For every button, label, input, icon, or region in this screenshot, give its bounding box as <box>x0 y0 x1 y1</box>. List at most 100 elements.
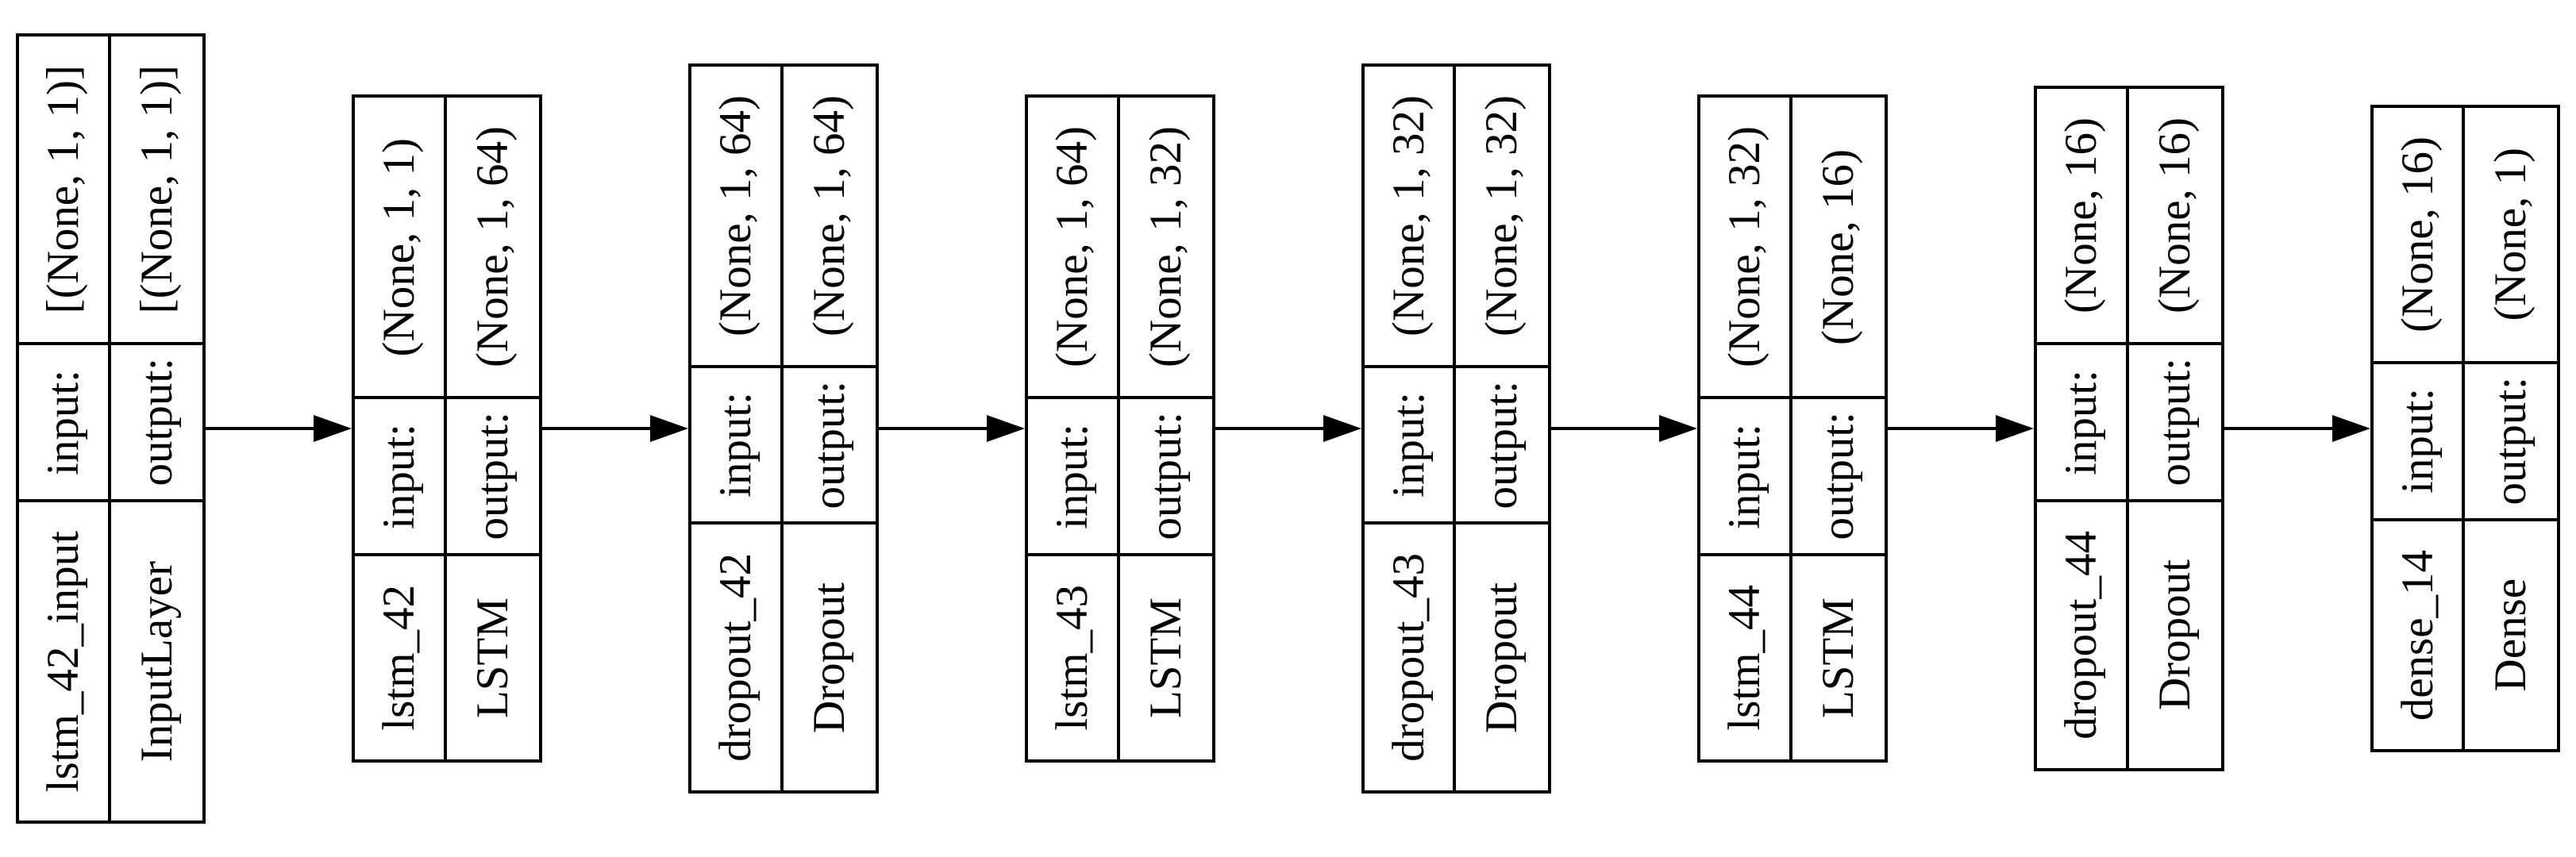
input-shape-text: (None, 16) <box>2392 136 2443 333</box>
input-label-text: input: <box>1383 392 1434 498</box>
input-label-cell: input: <box>1027 399 1120 556</box>
output-label-text: output: <box>1477 380 1527 509</box>
arrow-shaft <box>1887 427 1996 430</box>
output-shape-text: (None, 16) <box>2149 117 2200 314</box>
output-shape-text: (None, 1, 32) <box>1477 94 1527 336</box>
input-shape-cell: (None, 1, 64) <box>1027 98 1120 400</box>
arrow-head-icon <box>314 415 352 442</box>
input-shape-cell: (None, 1, 1) <box>355 98 448 400</box>
arrow-head-icon <box>1995 415 2034 442</box>
arrow-shaft <box>2224 427 2332 430</box>
layer-name-text: dropout_44 <box>2055 530 2106 740</box>
output-shape-text: (None, 1) <box>2486 148 2536 321</box>
output-shape-text: [(None, 1, 1)] <box>131 64 182 314</box>
layer-name-cell: dropout_44 <box>2037 502 2129 768</box>
input-shape-cell: (None, 16) <box>2036 89 2129 346</box>
output-shape-text: (None, 16) <box>1813 148 1864 345</box>
flow-arrow-lstm_42-to-dropout_42 <box>542 415 689 442</box>
flow-arrow-dropout_43-to-lstm_44 <box>1551 415 1698 442</box>
input-label-text: input: <box>2392 388 2443 494</box>
input-shape-cell: (None, 1, 32) <box>1364 66 1457 368</box>
layer-type-text: Dropout <box>2149 559 2200 711</box>
output-label-text: output: <box>131 358 182 486</box>
layer-type-cell: Dropout <box>2129 502 2221 768</box>
input-label-text: input: <box>1046 423 1097 529</box>
input-label-text: input: <box>710 392 761 498</box>
layer-type-cell: Dense <box>2465 521 2557 749</box>
output-label-text: output: <box>468 412 518 540</box>
output-shape-cell: (None, 1) <box>2465 108 2558 365</box>
output-label-cell: output: <box>1119 399 1212 556</box>
layer-type-cell: LSTM <box>1120 556 1212 759</box>
layer-name-text: dropout_42 <box>710 553 761 763</box>
input-label-cell: input: <box>1700 399 1793 556</box>
output-shape-cell: (None, 1, 32) <box>1456 67 1549 368</box>
arrow-head-icon <box>1323 415 1361 442</box>
layer-node-lstm_42: (None, 1, 1) (None, 1, 64) input: output… <box>352 94 543 763</box>
output-shape-cell: (None, 1, 64) <box>783 67 876 368</box>
layer-type-text: LSTM <box>468 597 518 718</box>
output-label-text: output: <box>2486 377 2536 505</box>
output-label-cell: output: <box>783 368 876 525</box>
output-shape-text: (None, 1, 32) <box>1140 126 1191 368</box>
output-label-text: output: <box>1813 412 1864 540</box>
input-label-cell: input: <box>355 399 448 556</box>
arrow-shaft <box>878 427 987 430</box>
arrow-shaft <box>1215 427 1323 430</box>
output-label-cell: output: <box>1792 399 1885 556</box>
arrow-shaft <box>1551 427 1660 430</box>
layer-name-text: lstm_44 <box>1719 584 1770 731</box>
input-shape-text: (None, 1, 32) <box>1719 126 1770 368</box>
flow-arrow-lstm_43-to-dropout_43 <box>1215 415 1361 442</box>
arrow-head-icon <box>650 415 689 442</box>
output-shape-cell: [(None, 1, 1)] <box>110 37 203 346</box>
input-shape-text: (None, 16) <box>2055 117 2106 314</box>
layer-type-text: Dense <box>2486 578 2536 692</box>
output-label-cell: output: <box>2128 345 2221 502</box>
layer-type-text: InputLayer <box>131 560 182 763</box>
layer-type-cell: Dropout <box>1456 525 1548 790</box>
layer-node-lstm_44: (None, 1, 32) (None, 16) input: output: … <box>1697 94 1888 763</box>
layer-node-lstm_42_input: [(None, 1, 1)] [(None, 1, 1)] input: out… <box>15 33 206 824</box>
flow-arrow-dropout_44-to-dense_14 <box>2224 415 2370 442</box>
layer-type-cell: LSTM <box>447 556 539 759</box>
layer-type-cell: InputLayer <box>111 502 203 820</box>
layer-name-text: dropout_43 <box>1383 553 1434 763</box>
arrow-shaft <box>206 427 314 430</box>
layer-name-cell: dropout_43 <box>1365 525 1457 791</box>
layer-name-cell: lstm_42_input <box>19 502 111 821</box>
flow-arrow-dropout_42-to-lstm_43 <box>878 415 1025 442</box>
layer-name-text: lstm_42 <box>374 584 425 731</box>
output-label-text: output: <box>1140 412 1191 540</box>
layer-type-text: Dropout <box>1477 582 1527 733</box>
arrow-shaft <box>542 427 651 430</box>
layer-node-lstm_43: (None, 1, 64) (None, 1, 32) input: outpu… <box>1024 94 1215 763</box>
input-label-cell: input: <box>2373 364 2466 521</box>
layer-type-cell: Dropout <box>784 525 876 790</box>
input-shape-cell: (None, 16) <box>2373 108 2466 365</box>
layer-name-text: lstm_42_input <box>37 530 88 793</box>
output-label-text: output: <box>2149 358 2200 486</box>
layer-node-dropout_44: (None, 16) (None, 16) input: output: dro… <box>2033 86 2224 771</box>
input-label-cell: input: <box>691 367 784 525</box>
input-shape-cell: (None, 1, 64) <box>691 66 784 368</box>
input-label-cell: input: <box>18 345 111 502</box>
layer-name-text: lstm_43 <box>1046 584 1097 731</box>
input-label-cell: input: <box>2036 345 2129 502</box>
output-shape-cell: (None, 16) <box>2128 89 2221 346</box>
layer-type-text: LSTM <box>1813 597 1864 718</box>
layer-name-text: dense_14 <box>2392 549 2443 721</box>
layer-node-dense_14: (None, 16) (None, 1) input: output: dens… <box>2370 105 2561 752</box>
flow-arrow-lstm_44-to-dropout_44 <box>1887 415 2034 442</box>
arrow-head-icon <box>2331 415 2370 442</box>
input-shape-text: (None, 1, 64) <box>710 94 761 336</box>
layer-name-cell: lstm_42 <box>355 555 448 759</box>
output-shape-text: (None, 1, 64) <box>803 94 854 336</box>
output-shape-cell: (None, 1, 32) <box>1119 98 1212 400</box>
input-label-text: input: <box>37 369 88 475</box>
input-label-text: input: <box>1719 423 1770 529</box>
arrow-head-icon <box>1659 415 1698 442</box>
output-label-text: output: <box>803 380 854 509</box>
flow-arrow-lstm_42_input-to-lstm_42 <box>206 415 352 442</box>
